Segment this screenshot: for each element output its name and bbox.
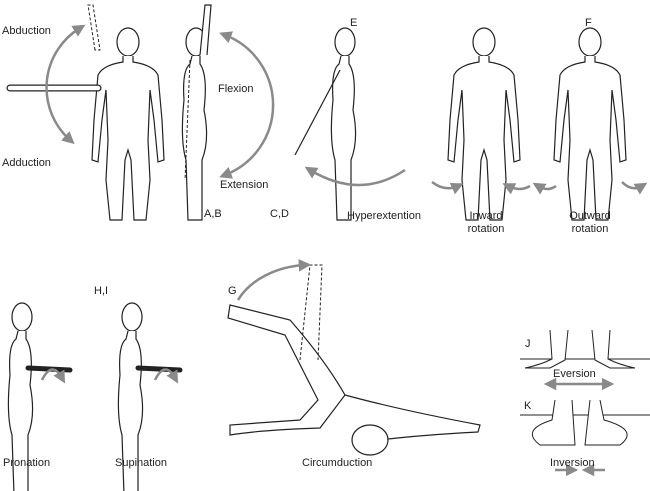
- figure-eversion: [520, 329, 650, 391]
- label-f: F: [585, 17, 592, 29]
- label-ab: A,B: [204, 208, 222, 220]
- label-hyperextension: Hyperextention: [347, 210, 421, 222]
- figure-pronation: [7, 302, 73, 491]
- label-abduction: Abduction: [2, 25, 51, 37]
- figure-abduction: [6, 4, 165, 221]
- label-hi: H,I: [94, 285, 109, 297]
- label-inversion: Inversion: [550, 457, 595, 469]
- figure-outward-rotation: [532, 27, 648, 221]
- label-eversion: Eversion: [553, 368, 596, 380]
- figure-inversion: [520, 399, 650, 477]
- label-inward-line1: Inward: [469, 210, 503, 222]
- label-flexion: Flexion: [218, 83, 254, 95]
- label-inward-rotation: Inward rotation: [462, 210, 510, 236]
- label-extension: Extension: [220, 179, 269, 191]
- figure-hyperextension: [294, 27, 406, 221]
- label-g: G: [228, 285, 237, 297]
- label-circumduction: Circumduction: [302, 457, 373, 469]
- label-pronation: Pronation: [3, 457, 51, 469]
- label-outward-rotation: Outward rotation: [563, 210, 617, 236]
- label-outward-line1: Outward: [569, 210, 611, 222]
- label-e: E: [350, 17, 358, 29]
- figure-supination: [117, 302, 183, 491]
- label-adduction: Adduction: [2, 157, 51, 169]
- label-j: J: [525, 338, 531, 350]
- figure-inward-rotation: [431, 27, 531, 221]
- label-cd: C,D: [270, 208, 289, 220]
- label-k: K: [524, 400, 532, 412]
- label-outward-line2: rotation: [571, 223, 609, 235]
- figure-circumduction: [227, 259, 481, 456]
- label-inward-line2: rotation: [467, 223, 505, 235]
- label-supination: Supination: [115, 457, 167, 469]
- figure-flexion: [181, 4, 275, 221]
